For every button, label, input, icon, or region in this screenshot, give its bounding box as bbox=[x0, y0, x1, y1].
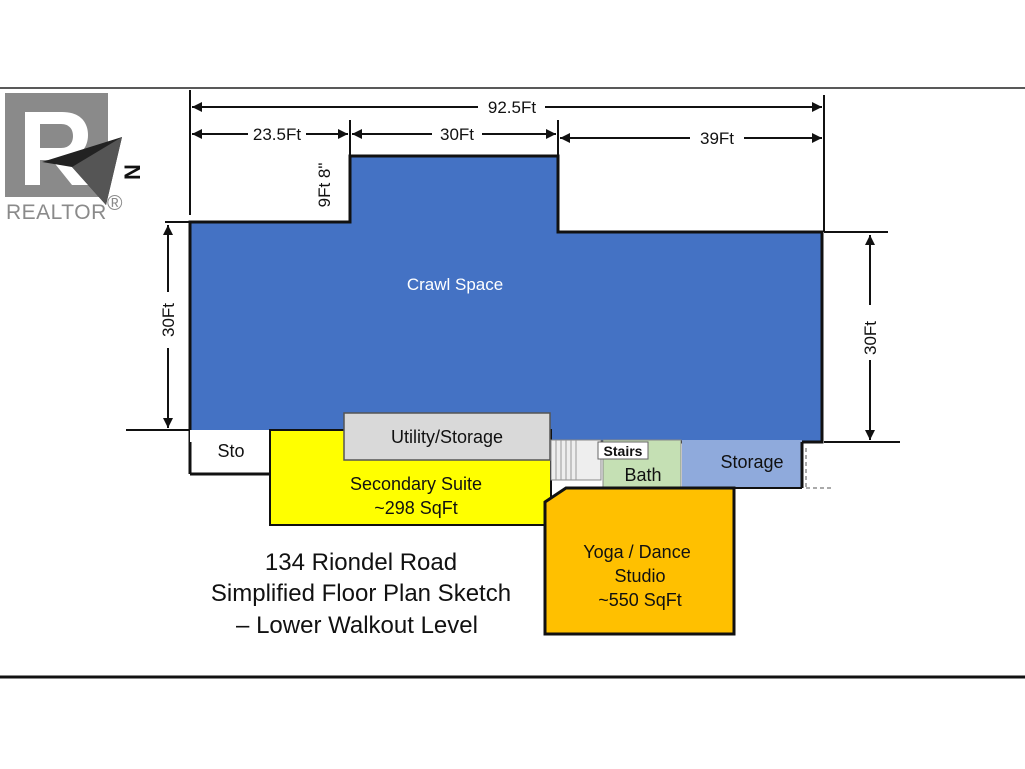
right-depth-dimension bbox=[824, 231, 900, 443]
total-width-dimension bbox=[189, 90, 825, 232]
mid-segment-label: 30Ft bbox=[440, 125, 474, 144]
compass-arrow-highlight bbox=[72, 137, 122, 205]
utility-storage-room bbox=[343, 412, 551, 461]
utility-storage-label: Utility/Storage bbox=[391, 427, 503, 447]
right-segment-label: 39Ft bbox=[700, 129, 734, 148]
right-depth-label: 30Ft bbox=[861, 321, 880, 355]
bath-label: Bath bbox=[624, 465, 661, 485]
title-line-1: 134 Riondel Road bbox=[265, 549, 457, 576]
sto-room bbox=[190, 430, 272, 474]
realtor-brand-text: REALTOR bbox=[6, 201, 107, 224]
left-segment-label: 23.5Ft bbox=[253, 125, 301, 144]
yoga-studio-area: ~550 SqFt bbox=[598, 590, 682, 610]
stairs-label-bg bbox=[597, 441, 649, 460]
yoga-dance-studio-room bbox=[543, 486, 736, 636]
title-line-2: Simplified Floor Plan Sketch bbox=[211, 580, 511, 607]
mid-segment-dimension bbox=[349, 120, 559, 222]
north-label: N bbox=[120, 164, 145, 180]
yoga-studio-label-line2: Studio bbox=[614, 566, 665, 586]
left-segment-dimension bbox=[192, 129, 348, 139]
right-segment-dimension bbox=[560, 133, 822, 143]
sto-label: Sto bbox=[217, 441, 244, 461]
secondary-suite-area: ~298 SqFt bbox=[374, 498, 458, 518]
left-depth-label: 30Ft bbox=[159, 303, 178, 337]
storage-room bbox=[682, 440, 802, 488]
realtor-trademark: ® bbox=[107, 192, 123, 215]
yoga-studio-label-line1: Yoga / Dance bbox=[583, 542, 690, 562]
title-line-3: – Lower Walkout Level bbox=[236, 612, 478, 639]
left-depth-dimension bbox=[126, 221, 190, 431]
notch-dimension-label: 9Ft 8" bbox=[315, 163, 334, 208]
crawl-space-label: Crawl Space bbox=[407, 275, 503, 294]
realtor-logo: REALTOR ® bbox=[5, 93, 123, 224]
secondary-suite-label: Secondary Suite bbox=[350, 474, 482, 494]
total-width-label: 92.5Ft bbox=[488, 98, 536, 117]
crawl-space-area bbox=[188, 154, 824, 444]
stairs-label: Stairs bbox=[604, 443, 643, 459]
storage-label: Storage bbox=[720, 452, 783, 472]
